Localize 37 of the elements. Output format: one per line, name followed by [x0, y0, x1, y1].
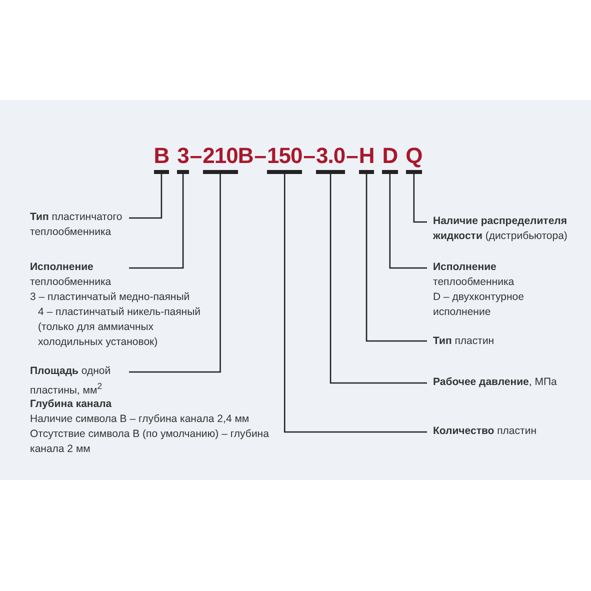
description-text: 4 – пластинчатый никель-паяный (только для аммиачных холодильных установок): [37, 305, 202, 350]
code-segment: B: [154, 143, 170, 174]
note-text: Отсутствие символа B (по умолчанию) – глубина канала 2 мм: [30, 427, 270, 457]
description-text: Наличие распределителя жидкости (дистрибьютора): [433, 214, 578, 244]
description-text: Количество пластин: [433, 424, 563, 439]
leader-line: [330, 174, 427, 384]
code-dash: –: [346, 143, 358, 168]
code-segment: 150: [267, 143, 302, 174]
description-text: теплообменника: [30, 275, 112, 290]
leader-line: [284, 174, 427, 433]
description-text: D – двухконтурное исполнение: [433, 290, 525, 320]
code-dash: –: [254, 143, 266, 168]
leader-line: [129, 174, 162, 219]
code-segment: 3.0: [316, 143, 346, 174]
note-text: Наличие символа B – глубина канала 2,4 мм: [30, 412, 250, 427]
description-text: Тип пластин: [433, 334, 543, 349]
code-segment: 210: [202, 143, 238, 174]
leader-line: [129, 174, 221, 373]
heading: Исполнение: [30, 260, 94, 275]
description-text: Тип пластинчатого теплообменника: [30, 210, 125, 240]
leader-line: [366, 174, 427, 342]
leader-line: [389, 174, 427, 269]
code-segment: D: [382, 143, 398, 174]
description-text: Площадь одной пластины, мм$^{2}$: [30, 364, 125, 398]
heading: Глубина канала: [30, 397, 113, 412]
leader-line: [129, 174, 184, 269]
code-segment: 3: [177, 143, 189, 174]
code-segment: Q: [406, 143, 422, 174]
heading: Исполнение: [433, 260, 498, 275]
description-text: Рабочее давление, МПа: [433, 375, 563, 390]
code-dash: –: [190, 143, 202, 168]
code-segment: H: [358, 143, 374, 174]
description-text: теплообменника: [433, 275, 516, 290]
leader-line: [413, 174, 427, 223]
description-text: 3 – пластинчатый медно-паяный: [30, 290, 191, 305]
code-letter: B: [238, 143, 254, 168]
code-dash: –: [303, 143, 315, 168]
